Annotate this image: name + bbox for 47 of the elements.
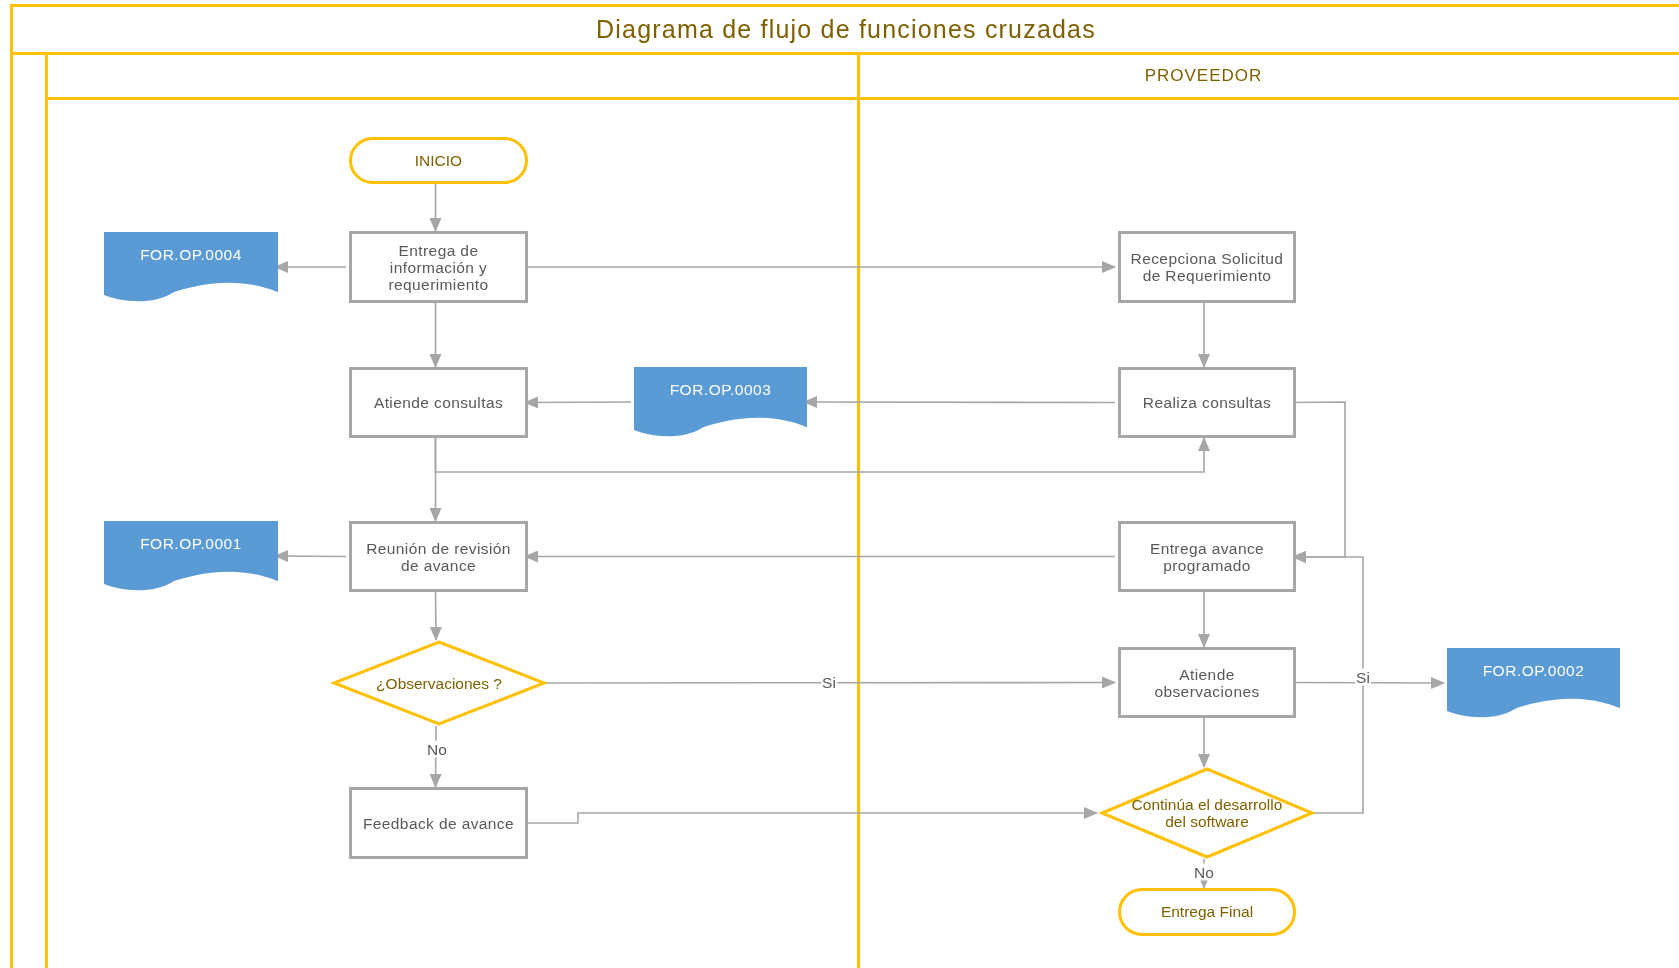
diagram-title: Diagrama de flujo de funciones cruzadas bbox=[596, 15, 1096, 44]
node-label: Continúa el desarrollo del software bbox=[1130, 796, 1284, 830]
terminator bbox=[349, 137, 528, 184]
terminator bbox=[1118, 888, 1296, 936]
swimlane bbox=[45, 52, 859, 968]
edge-label: No bbox=[1193, 863, 1215, 881]
node-label: FOR.OP.0001 bbox=[140, 535, 242, 553]
decision-diamond bbox=[1100, 767, 1314, 859]
node-label: INICIO bbox=[414, 151, 463, 170]
node-label: FOR.OP.0002 bbox=[1482, 662, 1585, 680]
process-box bbox=[1118, 367, 1296, 438]
connector-arrow bbox=[434, 437, 1210, 473]
document-shape bbox=[104, 521, 278, 591]
connector-arrow bbox=[429, 183, 442, 232]
process-box bbox=[1118, 647, 1296, 718]
process-box bbox=[349, 367, 528, 438]
document-shape bbox=[1447, 648, 1620, 718]
document-shape bbox=[634, 367, 807, 437]
document-shape bbox=[104, 232, 278, 302]
decision-diamond bbox=[332, 640, 546, 726]
node-label: Entrega de información y requerimiento bbox=[387, 241, 490, 293]
connector-arrow bbox=[1198, 302, 1210, 368]
process-box bbox=[1118, 521, 1296, 592]
node-label: Atiende consultas bbox=[373, 394, 504, 411]
node-label: FOR.OP.0003 bbox=[669, 381, 772, 399]
node-label: Atiende observaciones bbox=[1153, 665, 1261, 700]
node-label: Entrega Final bbox=[1160, 903, 1254, 921]
connector-arrow bbox=[429, 302, 442, 368]
process-box bbox=[1118, 231, 1296, 303]
node-label: ¿Observaciones ? bbox=[376, 674, 502, 692]
node-label: Feedback de avance bbox=[362, 814, 515, 832]
lane-title: PROVEEDOR bbox=[1144, 66, 1263, 86]
process-box bbox=[349, 521, 528, 592]
node-label: FOR.OP.0004 bbox=[140, 246, 242, 264]
connector-arrow bbox=[1198, 717, 1210, 768]
edge-label: No bbox=[426, 740, 448, 758]
swimlane bbox=[857, 52, 1679, 968]
node-label: Recepciona Solicitud de Requerimiento bbox=[1129, 250, 1285, 284]
node-label: Entrega avance programado bbox=[1148, 539, 1266, 574]
connector-arrow bbox=[1198, 858, 1210, 889]
node-label: Realiza consultas bbox=[1142, 394, 1272, 411]
process-box bbox=[349, 787, 528, 859]
edge-label: Si bbox=[1355, 668, 1371, 686]
connector-arrow bbox=[429, 591, 442, 641]
connector-arrow bbox=[1198, 591, 1210, 648]
process-box bbox=[349, 231, 528, 303]
node-label: Reunión de revisión de avance bbox=[365, 539, 512, 574]
